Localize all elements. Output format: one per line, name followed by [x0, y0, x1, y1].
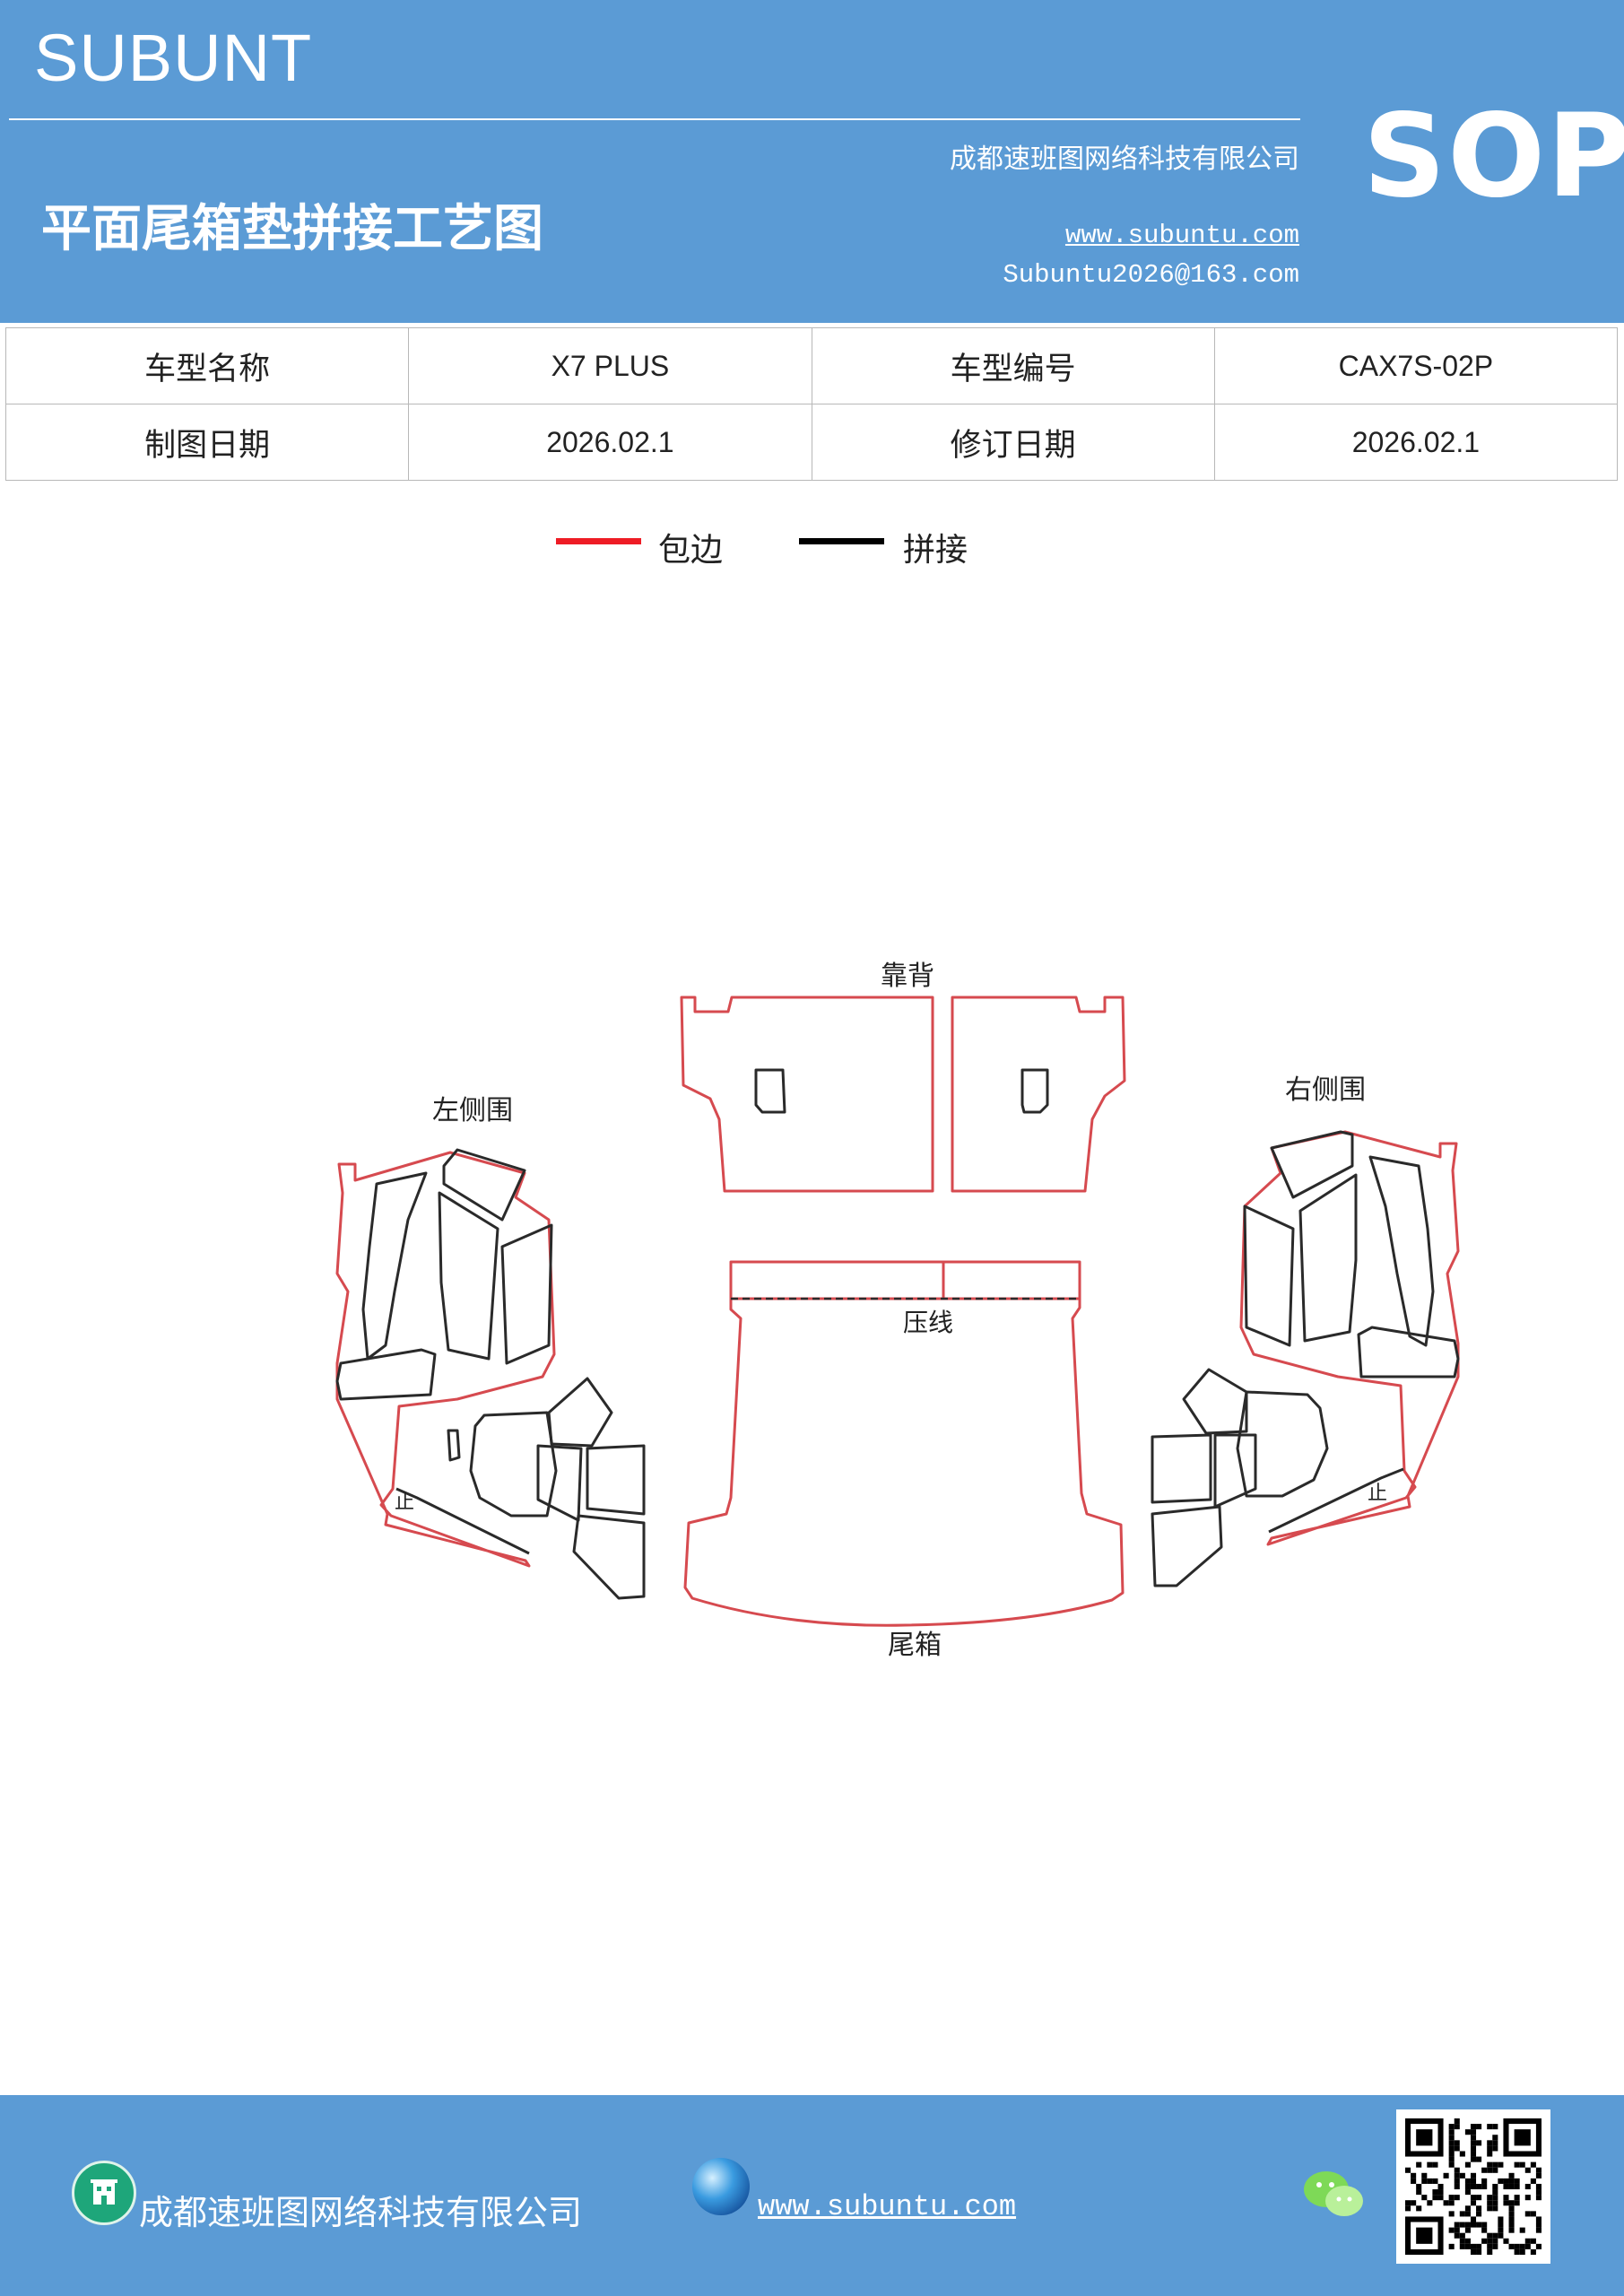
seam-pieces [335, 1130, 1460, 1600]
table-cell: 2026.02.1 [1213, 404, 1619, 481]
backrest-left-panel [680, 996, 934, 1193]
table-row: 车型名称 X7 PLUS 车型编号 CAX7S-02P [4, 327, 1619, 404]
brand-name: SUBUNT [34, 21, 313, 95]
backrest-right-cutout [1020, 1068, 1049, 1114]
trunk-floor-panel [729, 1260, 1081, 1300]
line-legend: 包边 拼接 [0, 524, 1624, 569]
legend-swatch-seam [799, 538, 884, 544]
table-cell: 制图日期 [4, 404, 410, 481]
legend-label-seam: 拼接 [903, 532, 968, 569]
label-left-side: 左侧围 [432, 1095, 513, 1126]
table-cell: 修订日期 [811, 404, 1215, 481]
building-icon [72, 2161, 136, 2225]
company-name: 成都速班图网络科技有限公司 [950, 144, 1299, 175]
left-side-outer-panel [335, 1151, 556, 1568]
header-banner: SUBUNT 成都速班图网络科技有限公司 平面尾箱垫拼接工艺图 www.subu… [0, 0, 1624, 323]
table-cell: 车型编号 [811, 327, 1215, 404]
stop-mark-right: 止 [1368, 1483, 1387, 1505]
table-cell: CAX7S-02P [1213, 327, 1619, 404]
table-cell: X7 PLUS [408, 327, 812, 404]
header-divider [9, 118, 1300, 120]
table-cell: 车型名称 [4, 327, 410, 404]
label-right-side: 右侧围 [1285, 1074, 1366, 1106]
vehicle-info-table: 车型名称 X7 PLUS 车型编号 CAX7S-02P 制图日期 2026.02… [4, 327, 1619, 481]
footer-website-link[interactable]: www.subuntu.com [758, 2190, 1017, 2223]
website-link[interactable]: www.subuntu.com [1064, 221, 1299, 250]
legend-label-edge: 包边 [658, 532, 724, 569]
trunk-floor-outline [683, 1299, 1125, 1627]
stop-mark-left: 止 [395, 1492, 414, 1514]
document-title: 平面尾箱垫拼接工艺图 [41, 199, 543, 258]
globe-icon [692, 2158, 750, 2215]
backrest-left-cutout [754, 1068, 786, 1114]
footer-banner: 成都速班图网络科技有限公司 www.subuntu.com [0, 2095, 1624, 2296]
label-trunk: 尾箱 [888, 1630, 942, 1661]
legend-swatch-edge [556, 538, 641, 544]
sop-badge: SOP [1363, 90, 1624, 223]
qr-code [1396, 2109, 1550, 2264]
wechat-icon[interactable] [1302, 2167, 1367, 2222]
footer-company-name: 成都速班图网络科技有限公司 [139, 2193, 583, 2232]
label-crease: 压线 [903, 1308, 953, 1337]
email-address: Subuntu2026@163.com [1003, 260, 1299, 290]
label-backrest: 靠背 [881, 961, 934, 992]
table-cell: 2026.02.1 [408, 404, 812, 481]
backrest-right-panel [951, 996, 1126, 1193]
table-row: 制图日期 2026.02.1 修订日期 2026.02.1 [4, 404, 1619, 481]
